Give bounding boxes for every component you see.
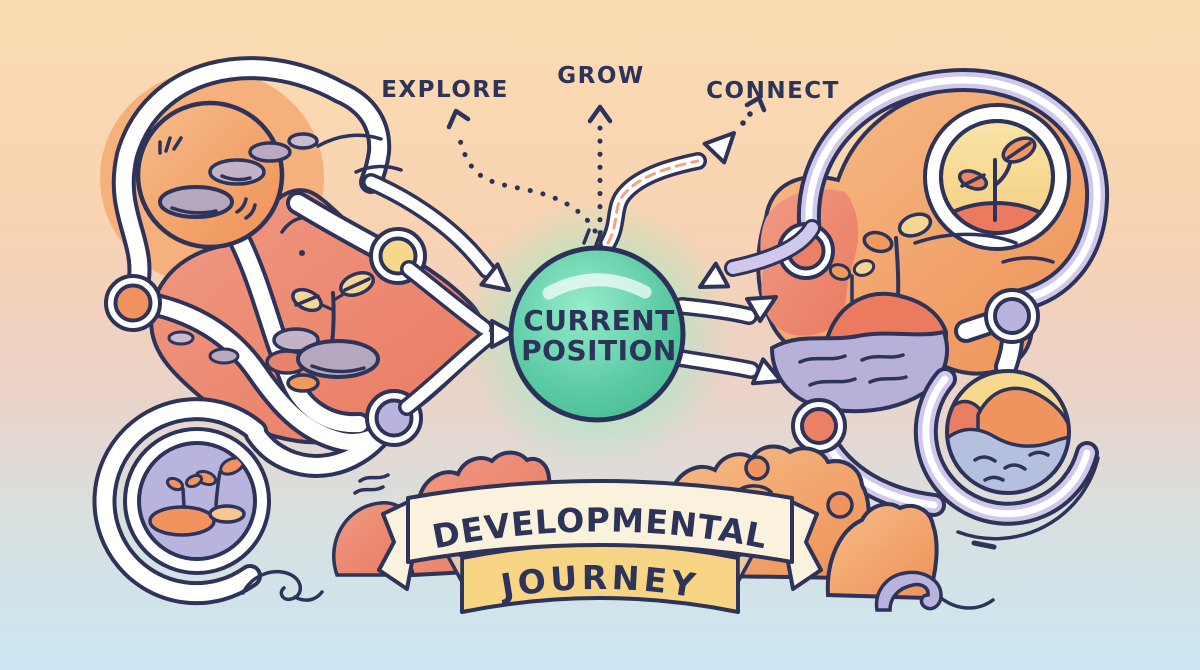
connect-arrowhead bbox=[702, 131, 736, 165]
stone-small bbox=[287, 132, 319, 150]
swirl-wave-bottom-right bbox=[874, 570, 943, 612]
arrowhead-out-upper bbox=[745, 295, 778, 323]
decor-curves-left bbox=[316, 133, 403, 174]
leaf bbox=[852, 259, 876, 277]
current-position-label-line1: CURRENT bbox=[523, 304, 675, 337]
arrowhead-in-left-top bbox=[479, 262, 511, 292]
branch-label-grow: GROW bbox=[557, 63, 645, 89]
arrowhead-in-left bbox=[490, 319, 518, 349]
sprout-with-rocks-vignette bbox=[167, 271, 380, 393]
sprout-stem bbox=[993, 158, 1012, 222]
decor-curves-right bbox=[913, 232, 1055, 264]
figure-head bbox=[826, 491, 854, 519]
node-orange bbox=[113, 283, 153, 323]
center-arrows bbox=[371, 182, 812, 407]
river-landscape-vignette bbox=[945, 369, 1100, 550]
motion-ticks bbox=[235, 197, 257, 220]
current-position-node: CURRENT POSITION bbox=[508, 245, 686, 423]
current-position-label-line2: POSITION bbox=[521, 334, 677, 367]
stone-mid bbox=[248, 141, 292, 163]
arrowhead-in-right bbox=[698, 261, 731, 289]
branch-label-explore: EXPLORE bbox=[381, 77, 509, 103]
leaf bbox=[184, 473, 204, 489]
banner: DEVELOPMENTAL JOURNEY bbox=[241, 444, 995, 614]
shine-highlight bbox=[542, 273, 652, 300]
outer-arc bbox=[956, 456, 1100, 541]
decor-dot bbox=[299, 250, 305, 256]
squiggle-lines bbox=[353, 473, 390, 495]
ribbon-band-upper bbox=[406, 479, 794, 564]
accent-dashes bbox=[582, 228, 603, 247]
leaf bbox=[862, 230, 894, 254]
right-cluster bbox=[756, 80, 1100, 550]
leaf bbox=[828, 263, 852, 281]
node-lavender bbox=[993, 297, 1031, 335]
branch-label-connect: CONNECT bbox=[706, 78, 840, 104]
leaf bbox=[897, 212, 933, 238]
node-coral bbox=[800, 407, 838, 445]
wave-curve bbox=[939, 596, 995, 610]
grass-tuft bbox=[158, 136, 183, 155]
river-waves bbox=[973, 450, 1050, 482]
mound-small bbox=[208, 504, 246, 524]
connect-chevron-icon bbox=[744, 95, 767, 113]
stepping-stones-vignette bbox=[135, 100, 319, 250]
dash bbox=[971, 540, 997, 550]
grow-arrowhead-icon bbox=[587, 104, 613, 124]
growing-sprout-vignette bbox=[923, 103, 1071, 251]
branch-lines bbox=[446, 95, 767, 247]
pebble bbox=[208, 347, 240, 365]
sprouts-and-water-vignette bbox=[769, 212, 949, 414]
seedlings-vignette bbox=[123, 427, 271, 575]
person-head-icon bbox=[744, 455, 770, 481]
arrowhead-out-lower bbox=[750, 357, 783, 386]
water-waves bbox=[798, 353, 908, 387]
leaf bbox=[165, 476, 185, 492]
swirl-bottom-left bbox=[241, 569, 324, 602]
explore-arrowhead-icon bbox=[446, 108, 471, 130]
sprout-stem bbox=[894, 236, 901, 297]
left-cluster bbox=[100, 68, 486, 593]
pebble bbox=[167, 330, 195, 346]
rock-orange bbox=[286, 373, 320, 393]
mound bbox=[148, 505, 216, 537]
